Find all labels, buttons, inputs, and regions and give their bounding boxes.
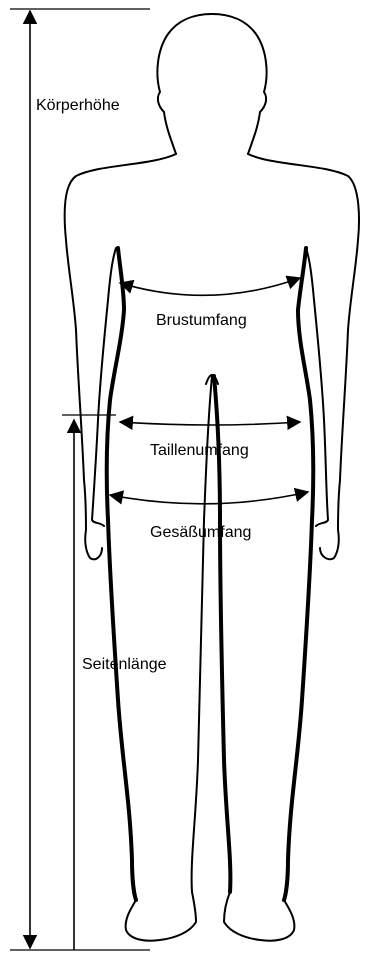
right-foot [224,892,294,941]
hip-dimension: Gesäßumfang [110,492,308,541]
left-arm-outline [65,154,176,559]
side-length-label: Seitenlänge [82,656,167,673]
hip-arrow [110,492,308,504]
left-side-seam [107,248,136,900]
chest-arrow [120,278,300,295]
head-outline [157,14,266,154]
height-label: Körperhöhe [36,97,120,114]
body-silhouette [65,14,359,941]
left-foot [126,892,196,941]
waist-arrow [120,422,300,425]
chest-dimension: Brustumfang [120,278,300,329]
waist-label: Taillenumfang [150,442,249,459]
right-side-seam [284,248,313,900]
waist-dimension: Taillenumfang [120,422,300,459]
hip-label: Gesäßumfang [150,524,251,541]
chest-label: Brustumfang [156,312,247,329]
